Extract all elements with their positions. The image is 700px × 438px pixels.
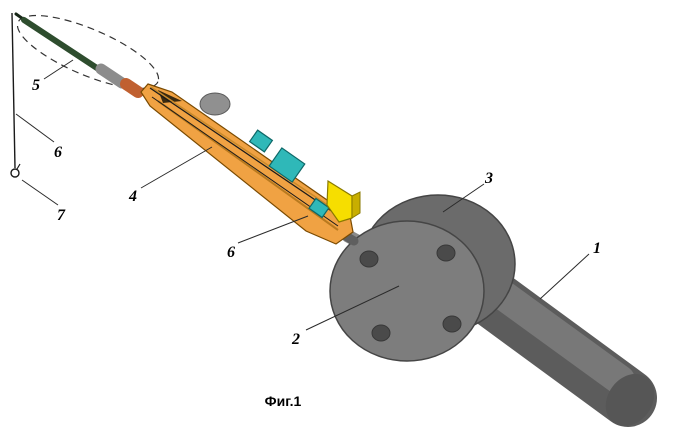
handle-highlight [470,267,635,395]
bolt-hole [442,315,462,333]
cable-bottom [151,96,339,227]
arm-slot-dark [158,90,182,103]
part-label-6b: 6 [227,244,235,261]
part-label-3: 3 [484,170,493,187]
tether-hook-shank [16,163,21,170]
handle-endcap [605,373,655,427]
leader-6b [237,215,309,244]
tether-line [11,12,16,169]
part-label-7: 7 [57,207,66,224]
arm-dome [199,92,231,116]
clamp-middle [268,147,306,183]
bolt-hole [359,250,379,268]
part-label-2: 2 [291,331,300,348]
part-label-6a: 6 [54,144,62,161]
leader-6a [15,113,55,143]
tether-hook-icon [10,168,20,178]
bracket-yellow [326,179,353,223]
clamp-rear [308,197,330,219]
figure-caption: Фиг.1 [265,393,302,409]
bolt-hole [436,244,456,262]
leader-3 [442,183,485,213]
harpoon-ferrule [95,63,128,89]
leader-5 [43,59,74,80]
part-label-4: 4 [128,188,137,205]
bracket-yellow-side [351,191,361,219]
harpoon-socket [120,78,144,98]
leader-2 [305,285,400,331]
clamp-front [248,129,274,153]
leader-7 [21,179,59,206]
part-label-1: 1 [593,240,601,257]
leader-4 [140,146,213,189]
bolt-hole [371,324,391,342]
arm-top-edge [150,86,348,219]
harpoon-rod [21,17,109,77]
part-label-5: 5 [32,77,40,94]
leader-1 [539,253,590,300]
cable-top [149,87,334,213]
